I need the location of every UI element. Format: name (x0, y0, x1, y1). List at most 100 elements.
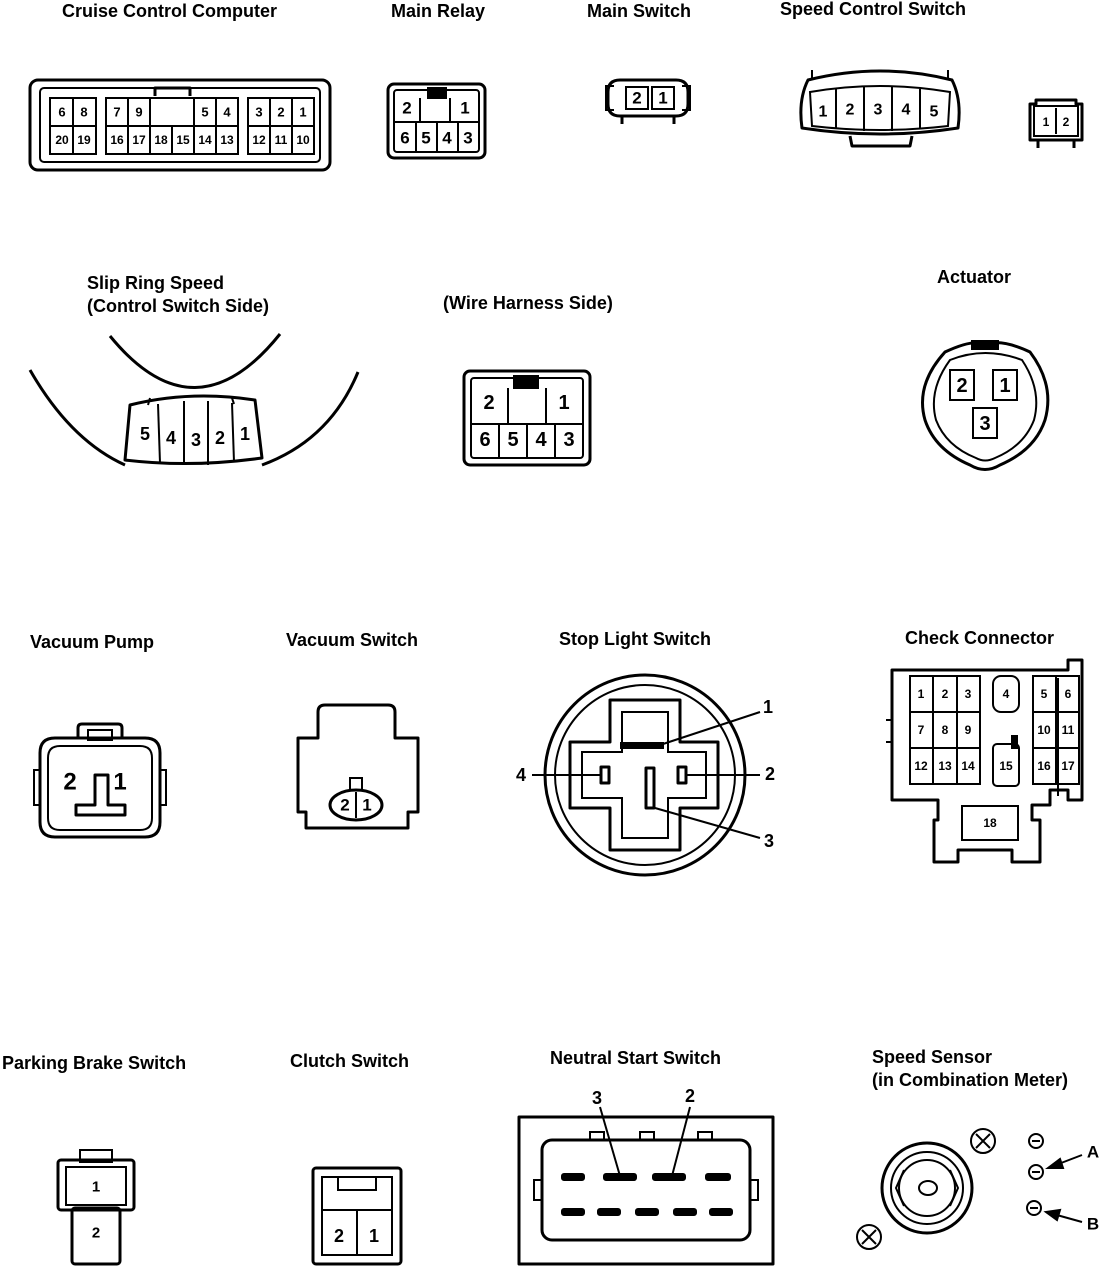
speed-sensor: Speed Sensor (in Combination Meter) A B (856, 1047, 1099, 1250)
ccc-pin-15: 15 (176, 133, 190, 147)
title-actuator: Actuator (937, 267, 1011, 287)
check-pin-2: 2 (942, 687, 949, 701)
check-connector: Check Connector 1 2 3 4 5 6 7 8 9 10 11 (886, 628, 1084, 864)
title-wire-harness-side: (Wire Harness Side) (443, 293, 613, 313)
vacuum-switch-pin-1: 1 (362, 796, 371, 815)
title-parking-brake-switch: Parking Brake Switch (2, 1053, 186, 1073)
slip-ring-pin-2: 2 (215, 428, 225, 448)
wire-harness-pin-5: 5 (507, 429, 518, 451)
check-pin-18: 18 (983, 816, 997, 830)
stop-light-switch-connector: Stop Light Switch 1 2 3 4 (516, 629, 775, 877)
check-pin-17: 17 (1061, 759, 1075, 773)
ccc-pin-6: 6 (58, 105, 65, 120)
check-pin-1: 1 (918, 687, 925, 701)
title-vacuum-pump: Vacuum Pump (30, 632, 154, 652)
ccc-pin-1: 1 (299, 105, 306, 120)
slip-ring-pin-1: 1 (240, 424, 250, 444)
ccc-pin-4: 4 (223, 105, 231, 120)
ccc-pin-11: 11 (275, 133, 288, 147)
ccc-pin-7: 7 (113, 105, 120, 120)
stop-light-pin-1: 1 (763, 697, 773, 717)
wire-harness-pin-1: 1 (558, 392, 569, 414)
small-connector-pin-1: 1 (1043, 115, 1050, 129)
ccc-pin-17: 17 (132, 133, 146, 147)
check-pin-4: 4 (1003, 687, 1010, 701)
ccc-pin-9: 9 (135, 105, 142, 120)
small-connector-pin-2: 2 (1063, 115, 1070, 129)
main-relay-pin-5: 5 (421, 129, 430, 148)
main-relay-pin-4: 4 (442, 129, 452, 148)
neutral-start-switch-connector: Neutral Start Switch 3 2 (517, 1048, 775, 1266)
actuator-pin-3: 3 (979, 413, 990, 435)
slip-ring-pin-5: 5 (140, 424, 150, 444)
parking-brake-switch-connector: Parking Brake Switch 1 2 (2, 1053, 186, 1266)
wire-harness-pin-2: 2 (483, 392, 494, 414)
vacuum-switch-connector: Vacuum Switch 2 1 (286, 630, 420, 830)
title-main-switch: Main Switch (587, 1, 691, 21)
check-pin-5: 5 (1041, 687, 1048, 701)
clutch-pin-1: 1 (369, 1226, 379, 1246)
ccc-pin-13: 13 (220, 133, 234, 147)
title-clutch-switch: Clutch Switch (290, 1051, 409, 1071)
slip-ring-pin-3: 3 (191, 430, 201, 450)
check-pin-16: 16 (1037, 759, 1051, 773)
title-slip-ring-line1: Slip Ring Speed (87, 273, 224, 293)
main-relay-pin-2: 2 (402, 99, 411, 118)
title-cruise-control-computer: Cruise Control Computer (62, 1, 277, 21)
stop-light-pin-3: 3 (764, 831, 774, 851)
main-switch-pin-2: 2 (632, 89, 641, 108)
ccc-pin-3: 3 (255, 105, 262, 120)
wire-harness-pin-6: 6 (479, 429, 490, 451)
clutch-switch-connector: Clutch Switch 2 1 (290, 1051, 409, 1266)
main-relay-pin-3: 3 (463, 129, 472, 148)
check-pin-11: 11 (1062, 723, 1075, 737)
main-relay-pin-6: 6 (400, 129, 409, 148)
title-neutral-start-switch: Neutral Start Switch (550, 1048, 721, 1068)
title-speed-sensor-line1: Speed Sensor (872, 1047, 992, 1067)
check-pin-6: 6 (1065, 687, 1072, 701)
title-speed-control-switch: Speed Control Switch (780, 0, 966, 19)
clutch-pin-2: 2 (334, 1226, 344, 1246)
ccc-pin-12: 12 (252, 133, 266, 147)
ccc-pin-16: 16 (110, 133, 124, 147)
title-check-connector: Check Connector (905, 628, 1054, 648)
main-switch-pin-1: 1 (658, 89, 667, 108)
check-pin-14: 14 (961, 759, 975, 773)
speed-control-pin-2: 2 (846, 102, 855, 119)
ccc-pin-2: 2 (277, 105, 284, 120)
actuator-connector: Actuator 2 1 3 (921, 267, 1050, 471)
title-stop-light-switch: Stop Light Switch (559, 629, 711, 649)
ccc-pin-10: 10 (296, 133, 310, 147)
wire-harness-pin-4: 4 (535, 429, 547, 451)
vacuum-switch-pin-2: 2 (340, 796, 349, 815)
check-pin-3: 3 (965, 687, 972, 701)
speed-sensor-pin-b: B (1087, 1215, 1099, 1234)
main-switch: Main Switch 2 1 (587, 1, 691, 124)
neutral-start-pin-3: 3 (592, 1088, 602, 1108)
speed-control-pin-4: 4 (902, 102, 911, 119)
ccc-pin-5: 5 (201, 105, 208, 120)
title-vacuum-switch: Vacuum Switch (286, 630, 418, 650)
ccc-pin-8: 8 (80, 105, 87, 120)
speed-control-pin-5: 5 (930, 104, 939, 121)
check-pin-15: 15 (999, 759, 1013, 773)
wire-harness-connector: (Wire Harness Side) 2 1 6 5 4 3 (443, 293, 613, 467)
check-pin-7: 7 (918, 723, 925, 737)
check-pin-13: 13 (938, 759, 952, 773)
check-pin-10: 10 (1037, 723, 1051, 737)
speed-sensor-pin-a: A (1087, 1143, 1099, 1162)
speed-control-pin-3: 3 (874, 102, 883, 119)
slip-ring-pin-4: 4 (166, 428, 176, 448)
cruise-control-computer: Cruise Control Computer 6 8 7 9 5 4 3 2 … (28, 1, 332, 172)
ccc-pin-20: 20 (55, 133, 69, 147)
ccc-pin-14: 14 (198, 133, 212, 147)
check-pin-12: 12 (914, 759, 928, 773)
stop-light-pin-2: 2 (765, 764, 775, 784)
speed-control-pin-1: 1 (819, 104, 828, 121)
check-pin-9: 9 (965, 723, 972, 737)
ccc-pin-19: 19 (77, 133, 91, 147)
actuator-pin-2: 2 (956, 375, 967, 397)
slip-ring-connector: Slip Ring Speed (Control Switch Side) 5 … (28, 273, 360, 467)
title-slip-ring-line2: (Control Switch Side) (87, 296, 269, 316)
title-speed-sensor-line2: (in Combination Meter) (872, 1070, 1068, 1090)
